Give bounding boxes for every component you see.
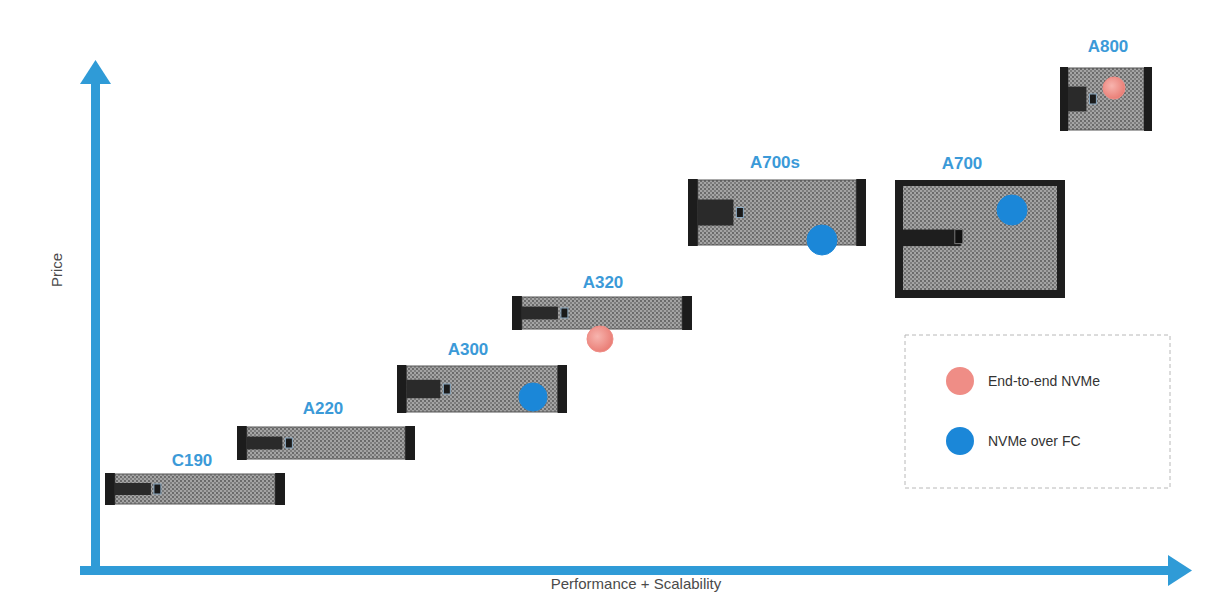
chassis-handle	[558, 365, 567, 413]
storage-array	[688, 179, 866, 246]
product-name: A800	[1088, 37, 1129, 57]
product-node: A800	[1085, 36, 1132, 58]
x-axis	[80, 566, 1175, 575]
protocol-dot	[519, 383, 547, 411]
chassis-handle	[512, 296, 522, 330]
product-node: A700	[939, 153, 986, 175]
chassis-handle	[903, 230, 961, 247]
storage-array	[105, 473, 285, 505]
x-axis-arrowhead	[1168, 555, 1192, 586]
product-node: A300	[445, 339, 492, 361]
legend-entry: NVMe over FC	[946, 427, 1081, 455]
chassis-frame	[895, 180, 1065, 298]
product-name: A700s	[750, 153, 800, 173]
storage-array	[237, 426, 415, 460]
storage-array	[397, 365, 567, 413]
chassis-bezel	[522, 307, 558, 320]
legend-swatch	[946, 427, 974, 455]
legend-text: NVMe over FC	[988, 432, 1081, 450]
chassis-handle	[237, 426, 247, 460]
chassis-mesh	[903, 186, 1057, 290]
product-node: A700s	[747, 152, 803, 174]
y-axis-arrowhead	[80, 60, 111, 84]
chassis-handle	[275, 473, 285, 505]
chassis-mesh	[522, 297, 682, 329]
chassis-handle	[1144, 67, 1152, 131]
chassis-handle	[856, 179, 866, 246]
product-node: A220	[300, 398, 347, 420]
chassis-bezel	[698, 200, 734, 226]
chassis-logo	[736, 208, 743, 218]
protocol-dot	[807, 225, 837, 255]
product-node: A320	[580, 272, 627, 294]
product-name: A300	[448, 340, 489, 360]
y-axis-title: Price	[48, 253, 66, 287]
chassis-bezel	[1068, 87, 1086, 112]
chassis-logo	[561, 308, 568, 318]
chassis-mesh	[406, 366, 557, 412]
y-axis	[91, 78, 100, 574]
protocol-dot	[997, 195, 1027, 225]
chassis-handle	[105, 473, 115, 505]
chassis-handle	[688, 179, 698, 246]
x-axis-title: Performance + Scalability	[551, 575, 722, 593]
protocol-dots	[519, 77, 1125, 411]
storage-arrays	[105, 67, 1152, 505]
chassis-logo	[1089, 94, 1096, 104]
product-name: C190	[172, 451, 213, 471]
product-name: A320	[583, 273, 624, 293]
storage-array	[512, 296, 692, 330]
legend-swatch	[946, 367, 974, 395]
chassis-bezel	[115, 483, 151, 495]
product-name: A220	[303, 399, 344, 419]
chassis-handle	[397, 365, 406, 413]
legend-text: End-to-end NVMe	[988, 372, 1100, 390]
chassis-handle	[1060, 67, 1068, 131]
chassis-logo	[285, 438, 292, 448]
chassis-bezel	[247, 437, 283, 450]
chassis-mesh	[1068, 68, 1144, 130]
chassis-handle	[682, 296, 692, 330]
chassis-logo	[154, 484, 161, 494]
protocol-dot	[587, 326, 613, 352]
chassis-logo	[443, 384, 450, 394]
storage-array	[1060, 67, 1152, 131]
chassis-handle	[405, 426, 415, 460]
chassis-logo	[955, 230, 963, 244]
storage-array	[895, 180, 1065, 298]
legend-frame	[905, 335, 1170, 488]
chassis-bezel	[406, 380, 440, 398]
product-name: A700	[942, 154, 983, 174]
product-node: C190	[169, 450, 216, 472]
protocol-dot	[1103, 77, 1125, 99]
chassis-mesh	[115, 474, 275, 504]
chassis-mesh	[247, 427, 405, 459]
legend-entry: End-to-end NVMe	[946, 367, 1100, 395]
